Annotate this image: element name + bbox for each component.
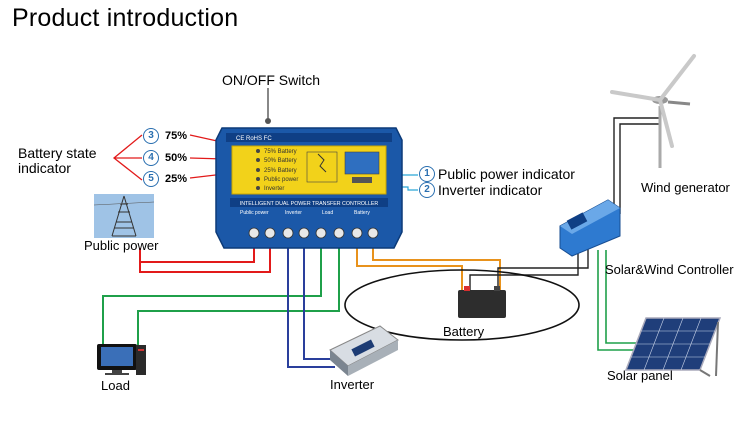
power-tower-image: [93, 194, 155, 238]
page-title: Product introduction: [12, 4, 239, 32]
svg-text:Public power: Public power: [240, 210, 269, 216]
dual-power-controller: CE RoHS FC 75% Battery 50% Battery 25% B…: [215, 127, 403, 249]
label-battery: Battery: [443, 324, 485, 339]
terminal-inv-n: [298, 227, 310, 239]
indicator-percent: 25%: [165, 173, 188, 185]
label-load: Load: [101, 378, 130, 393]
label-public-power-indicator: Public power indicator: [438, 166, 575, 182]
battery-image: [458, 286, 506, 318]
wire-wind-2: [619, 123, 660, 214]
label-wind-generator: Wind generator: [641, 180, 730, 195]
label-inverter: Inverter: [330, 377, 375, 392]
switch-knob: [265, 118, 271, 124]
wire-solar-2: [605, 250, 646, 344]
wire-load-2: [137, 237, 340, 347]
label-onoff-switch: ON/OFF Switch: [222, 72, 321, 88]
svg-text:75% Battery: 75% Battery: [264, 149, 297, 155]
wind-generator-image: [610, 54, 696, 168]
label-battery-state: Battery state indicator: [18, 145, 97, 176]
indicator-percent: 50%: [165, 152, 188, 164]
svg-text:Battery: Battery: [354, 210, 370, 216]
battery-loop: [344, 269, 580, 341]
svg-text:INTELLIGENT DUAL POWER TRANSFE: INTELLIGENT DUAL POWER TRANSFER CONTROLL…: [240, 201, 379, 207]
svg-text:25% Battery: 25% Battery: [264, 168, 297, 174]
svg-text:Inverter: Inverter: [264, 186, 284, 192]
svg-text:Public power: Public power: [264, 177, 298, 183]
svg-text:Load: Load: [322, 210, 333, 216]
label-solar-wind-controller: Solar&Wind Controller: [605, 262, 734, 277]
terminal-bat-pos: [351, 227, 363, 239]
wire-inverter-2: [303, 237, 335, 360]
terminal-pp-n: [264, 227, 276, 239]
wire-public-power-2: [139, 237, 271, 273]
load-image: [97, 344, 146, 375]
label-public-power: Public power: [84, 238, 159, 253]
wire-wind-1: [613, 117, 660, 212]
svg-text:Inverter: Inverter: [285, 210, 302, 216]
solar-wind-controller-image: [559, 199, 621, 257]
terminal-load-l: [315, 227, 327, 239]
terminal-pp-l: [248, 227, 260, 239]
indicator-percent: 75%: [165, 130, 188, 142]
inverter-image: [329, 325, 399, 376]
svg-text:CE RoHS FC: CE RoHS FC: [236, 136, 272, 142]
terminal-bat-neg: [367, 227, 379, 239]
wire-battery-1: [356, 237, 463, 290]
wire-inverter-1: [287, 237, 335, 368]
callout-number: 1: [419, 166, 435, 182]
indicator-number: 5: [143, 171, 159, 187]
indicator-number: 3: [143, 128, 159, 144]
label-solar-panel: Solar panel: [607, 368, 673, 383]
terminal-inv-l: [282, 227, 294, 239]
terminal-load-n: [333, 227, 345, 239]
solar-panel-image: [624, 317, 722, 377]
brace-battery-state: [112, 134, 143, 181]
callout-number: 2: [419, 182, 435, 198]
label-inverter-indicator: Inverter indicator: [438, 182, 543, 198]
svg-text:50% Battery: 50% Battery: [264, 158, 297, 164]
device-banner: [230, 198, 388, 207]
indicator-number: 4: [143, 150, 159, 166]
wire-load-1: [102, 237, 322, 347]
wire-battery-controller-2: [497, 248, 589, 292]
